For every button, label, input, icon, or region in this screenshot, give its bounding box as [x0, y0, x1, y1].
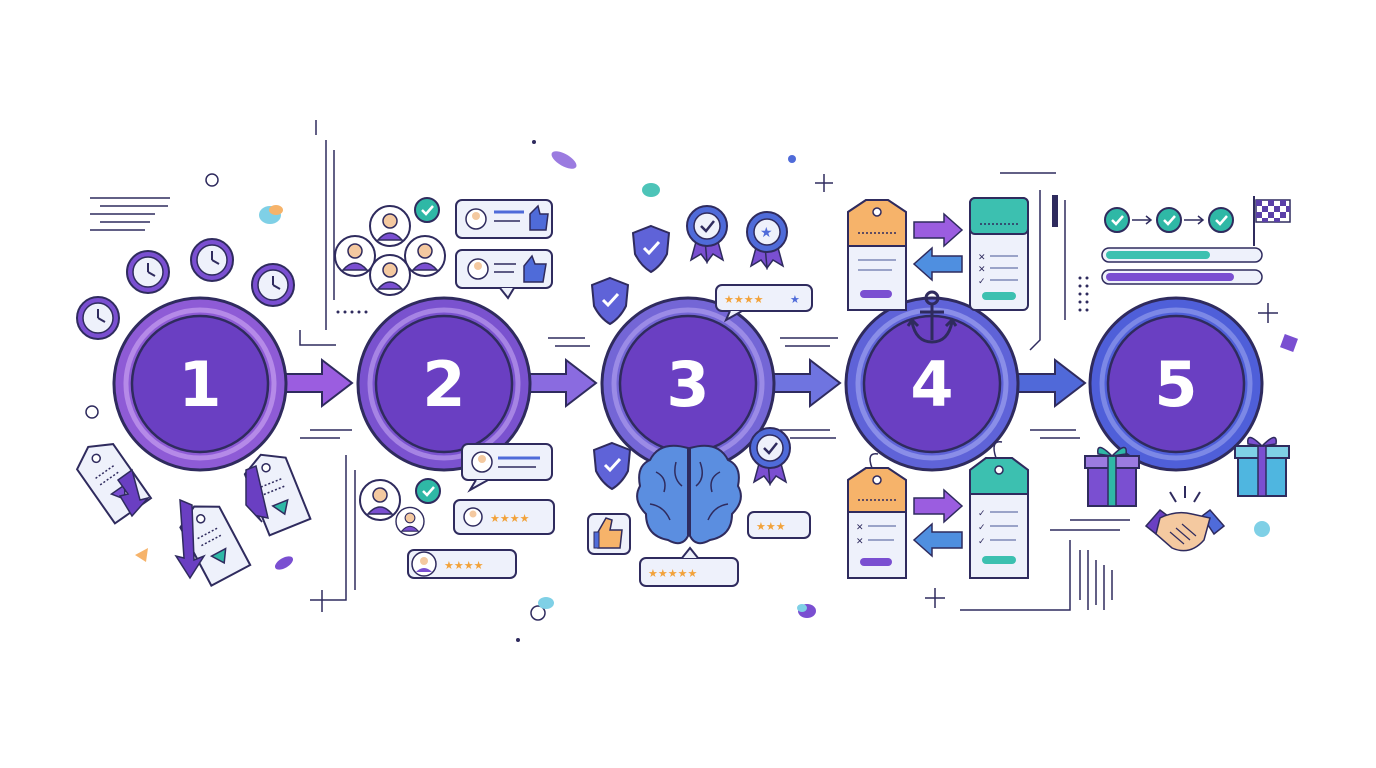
svg-text:★★★★: ★★★★ [490, 512, 530, 525]
step-4-icons: ✕ ✕ ✓ ✕ ✕ [847, 197, 1029, 579]
clock-icon [251, 263, 295, 307]
svg-text:★★★: ★★★ [756, 520, 786, 533]
step-2-number: 2 [422, 348, 465, 421]
swap-arrows-icon [913, 212, 964, 248]
checklist-card-icon: ✕ ✕ ✓ [969, 197, 1029, 311]
svg-text:✓: ✓ [978, 277, 986, 287]
svg-text:★★★★: ★★★★ [444, 559, 484, 572]
step-5-circle: 5 [1088, 296, 1264, 472]
thumbs-up-icon [529, 204, 549, 231]
review-card-icon [461, 443, 553, 493]
thumbs-up-icon [523, 254, 547, 283]
shield-check-icon [631, 224, 671, 274]
progress-bar-icon [1101, 247, 1263, 285]
down-arrow-icon [116, 468, 151, 518]
svg-text:✓: ✓ [978, 509, 986, 519]
svg-text:✓: ✓ [978, 537, 986, 547]
check-badge-icon [414, 477, 442, 505]
svg-text:★: ★ [760, 225, 773, 241]
award-ribbon-icon: ★ [746, 211, 788, 269]
step-2-icons: ★★★★ ★★★★ [334, 196, 555, 579]
step-1-inner-disc [130, 314, 270, 454]
award-ribbon-icon [749, 427, 791, 485]
step-4-circle: 4 [844, 296, 1020, 472]
star-rating-icon: ★★★★ ★ [715, 284, 813, 323]
price-tag-icon [239, 445, 312, 537]
background-decorations [85, 120, 1278, 621]
svg-text:★★★★: ★★★★ [724, 293, 764, 306]
step-2-highlight-ring [367, 307, 521, 461]
step-3-circle: 3 [600, 296, 776, 472]
flow-arrows [271, 357, 1087, 409]
step-3-number: 3 [666, 348, 709, 421]
decor-dots [336, 140, 1089, 642]
check-badge-icon [413, 196, 441, 224]
clock-icon [126, 250, 170, 294]
user-avatar-icon [369, 254, 411, 296]
decor-blobs [135, 151, 1298, 618]
svg-text:✓: ✓ [978, 523, 986, 533]
shield-check-icon [590, 276, 630, 326]
step-2-inner-disc [374, 314, 514, 454]
clock-icon [190, 238, 234, 282]
clock-icon [76, 296, 120, 340]
progress-checks-icon [1103, 206, 1235, 234]
star-rating-icon: ★★★★ [453, 499, 555, 535]
svg-text:★★★★★: ★★★★★ [648, 567, 697, 580]
brain-icon [636, 444, 742, 545]
user-avatar-icon [359, 479, 401, 521]
user-avatar-icon [369, 205, 411, 247]
svg-text:★: ★ [790, 293, 800, 306]
checklist-card-icon: ✓ ✓ ✓ [969, 441, 1029, 579]
user-avatar-icon [404, 235, 446, 277]
step-3-icons: ★ ★★★★ ★ ★★★ ★★★★★ [587, 205, 813, 587]
step-5-number: 5 [1154, 348, 1197, 421]
step-1-highlight-ring [123, 307, 277, 461]
star-rating-icon: ★★★★ [407, 549, 517, 579]
shield-check-icon [592, 441, 632, 491]
step-4-number: 4 [910, 348, 953, 421]
step-5-inner-disc [1106, 314, 1246, 454]
swap-arrows-icon [912, 246, 963, 282]
finish-flag-icon [1253, 196, 1291, 246]
step-2-circle: 2 [356, 296, 532, 472]
svg-text:✕: ✕ [856, 537, 864, 547]
step-circles: 1 2 3 4 5 [112, 296, 1264, 472]
step-5-icons [1084, 196, 1291, 552]
handshake-icon [1144, 486, 1226, 552]
gift-box-icon [1234, 436, 1290, 497]
step-1-number: 1 [178, 348, 221, 421]
price-tag-icon [173, 495, 252, 587]
price-tag-icon: ✕ ✕ [847, 453, 907, 579]
star-rating-icon: ★★★ [747, 511, 811, 539]
gift-box-icon [1084, 446, 1140, 507]
award-ribbon-icon [686, 205, 728, 263]
anchor-icon [906, 290, 958, 344]
svg-text:✕: ✕ [978, 265, 986, 275]
step-5-highlight-ring [1099, 307, 1253, 461]
star-rating-icon: ★★★★★ [639, 546, 739, 587]
user-avatar-icon [395, 506, 425, 537]
user-avatar-icon [334, 235, 376, 277]
review-card-icon [455, 199, 553, 239]
thumbs-up-icon [587, 513, 631, 555]
step-1-circle: 1 [112, 296, 288, 472]
review-card-icon [455, 249, 553, 300]
swap-arrows-icon [913, 488, 964, 524]
swap-arrows-icon [912, 522, 963, 558]
down-arrow-icon [245, 464, 269, 523]
step-1-icons [69, 238, 312, 587]
svg-text:✕: ✕ [856, 523, 864, 533]
svg-text:✕: ✕ [978, 253, 986, 263]
price-tag-icon [847, 199, 907, 311]
down-arrow-icon [174, 498, 206, 580]
price-tag-icon [69, 433, 152, 525]
